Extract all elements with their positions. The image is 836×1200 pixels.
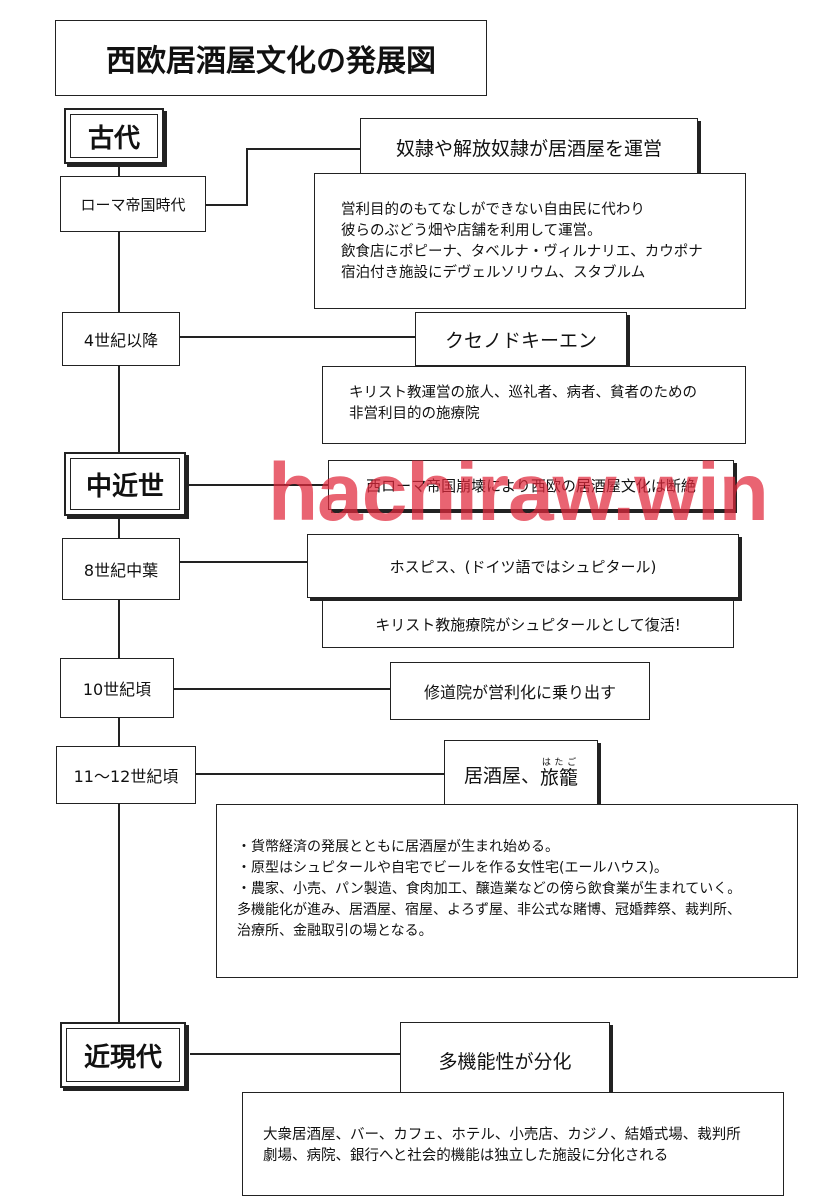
node-monastery: 修道院が営利化に乗り出す	[390, 662, 650, 720]
era-modern-label: 近現代	[66, 1028, 180, 1082]
node-hospice-sub: キリスト教施療院がシュピタールとして復活!	[322, 600, 734, 648]
branch-roman	[206, 204, 248, 206]
node-tavern-line-3: ・農家、小売、パン製造、食肉加工、醸造業などの傍ら飲食業が生まれていく。	[237, 881, 742, 897]
timeline-spine-1	[118, 232, 120, 312]
node-xenodocheion-head-text: クセノドキーエン	[444, 329, 597, 352]
node-tavern-head-ruby: はたご	[540, 758, 579, 768]
period-c8-label: 8世紀中葉	[83, 561, 159, 580]
node-hospice-head: ホスピス、(ドイツ語ではシュピタール)	[307, 534, 739, 598]
branch-c8	[180, 561, 308, 563]
node-collapse-text: 西ローマ帝国崩壊により西欧の居酒屋文化は断絶	[366, 476, 696, 495]
node-slaves-desc: 営利目的のもてなしができない自由民に代わり 彼らのぶどう畑や店舗を利用して運営。…	[314, 173, 746, 309]
branch-medieval	[188, 484, 328, 486]
node-differentiation-head-text: 多機能性が分化	[438, 1050, 572, 1073]
node-tavern-line-2: ・原型はシュピタールや自宅でビールを作る女性宅(エールハウス)。	[237, 860, 668, 876]
branch-c4	[180, 336, 416, 338]
era-medieval: 中近世	[64, 452, 186, 516]
period-roman-label: ローマ帝国時代	[80, 195, 186, 214]
node-tavern-line-5: 治療所、金融取引の場となる。	[237, 923, 433, 939]
era-ancient-label: 古代	[70, 114, 158, 158]
diagram-title: 西欧居酒屋文化の発展図	[55, 20, 487, 96]
diagram-title-text: 西欧居酒屋文化の発展図	[106, 44, 436, 79]
node-xenodocheion-desc: キリスト教運営の旅人、巡礼者、病者、貧者のための 非営利目的の施療院	[322, 366, 746, 444]
era-medieval-label: 中近世	[70, 458, 180, 510]
node-slaves-line-3: 飲食店にポピーナ、タベルナ・ヴィルナリエ、カウポナ	[341, 244, 703, 260]
timeline-spine-6	[118, 804, 120, 1022]
node-hospice-sub-text: キリスト教施療院がシュピタールとして復活!	[375, 615, 681, 634]
period-c4: 4世紀以降	[62, 312, 180, 366]
node-differentiation-head: 多機能性が分化	[400, 1022, 610, 1098]
branch-roman-top	[246, 148, 360, 150]
node-tavern-line-4: 多機能化が進み、居酒屋、宿屋、よろず屋、非公式な賭博、冠婚葬祭、裁判所、	[237, 902, 741, 918]
period-c11-label: 11～12世紀頃	[73, 767, 179, 786]
period-c8: 8世紀中葉	[62, 538, 180, 600]
node-monastery-text: 修道院が営利化に乗り出す	[423, 683, 616, 702]
timeline-spine-2	[118, 366, 120, 452]
timeline-spine-ancient	[118, 160, 120, 178]
node-tavern-line-1: ・貨幣経済の発展とともに居酒屋が生まれ始める。	[237, 839, 559, 855]
node-xenodocheion-line-2: 非営利目的の施療院	[349, 406, 480, 422]
node-slaves-head-text: 奴隷や解放奴隷が居酒屋を運営	[395, 137, 662, 160]
node-differentiation-line-1: 大衆居酒屋、バー、カフェ、ホテル、小売店、カジノ、結婚式場、裁判所	[263, 1127, 741, 1143]
timeline-spine-4	[118, 600, 120, 658]
branch-roman-riser	[246, 148, 248, 206]
node-xenodocheion-head: クセノドキーエン	[415, 312, 627, 366]
branch-modern	[190, 1053, 402, 1055]
node-slaves-head: 奴隷や解放奴隷が居酒屋を運営	[360, 118, 698, 176]
node-xenodocheion-line-1: キリスト教運営の旅人、巡礼者、病者、貧者のための	[349, 385, 697, 401]
era-ancient: 古代	[64, 108, 164, 164]
era-modern: 近現代	[60, 1022, 186, 1088]
period-c11: 11～12世紀頃	[56, 746, 196, 804]
branch-c10	[174, 688, 390, 690]
node-tavern-head-word: 旅籠	[540, 767, 579, 789]
node-tavern-head: 居酒屋、旅籠はたご	[444, 740, 598, 808]
node-differentiation-desc: 大衆居酒屋、バー、カフェ、ホテル、小売店、カジノ、結婚式場、裁判所 劇場、病院、…	[242, 1092, 784, 1196]
timeline-spine-3	[118, 516, 120, 538]
timeline-spine-5	[118, 718, 120, 754]
node-slaves-line-1: 営利目的のもてなしができない自由民に代わり	[341, 202, 645, 218]
period-c4-label: 4世紀以降	[83, 331, 159, 350]
node-hospice-head-text: ホスピス、(ドイツ語ではシュピタール)	[389, 557, 657, 576]
period-c10-label: 10世紀頃	[82, 680, 152, 699]
node-tavern-head-word-ruby: 旅籠はたご	[540, 758, 578, 790]
branch-c11	[196, 773, 444, 775]
period-roman: ローマ帝国時代	[60, 176, 206, 232]
node-differentiation-line-2: 劇場、病院、銀行へと社会的機能は独立した施設に分化される	[263, 1148, 669, 1164]
period-c10: 10世紀頃	[60, 658, 174, 718]
node-tavern-desc: ・貨幣経済の発展とともに居酒屋が生まれ始める。 ・原型はシュピタールや自宅でビー…	[216, 804, 798, 978]
node-tavern-head-prefix: 居酒屋、	[463, 764, 540, 787]
node-slaves-line-4: 宿泊付き施設にデヴェルソリウム、スタブルム	[341, 265, 646, 281]
node-collapse: 西ローマ帝国崩壊により西欧の居酒屋文化は断絶	[328, 460, 734, 510]
node-slaves-line-2: 彼らのぶどう畑や店舗を利用して運営。	[341, 223, 602, 239]
